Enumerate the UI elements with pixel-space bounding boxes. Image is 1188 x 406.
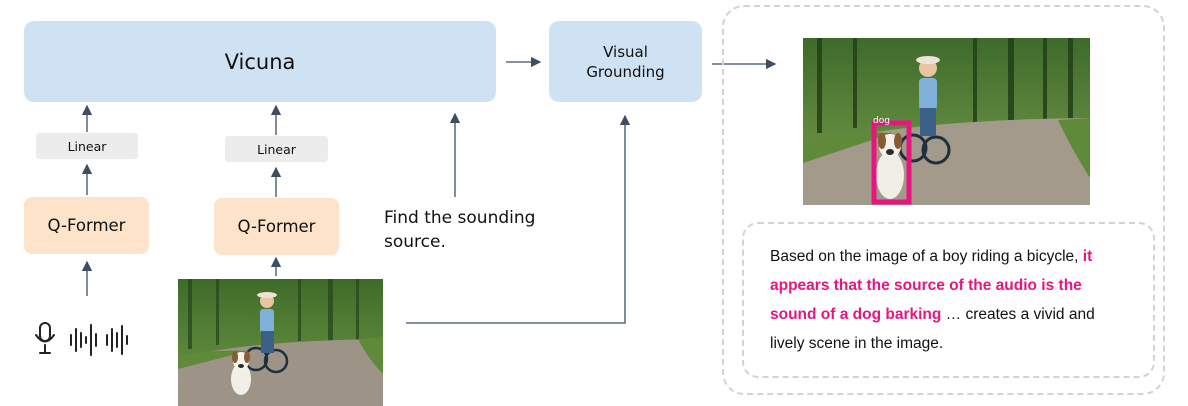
- image-linear-box: Linear: [225, 136, 328, 162]
- audio-linear-box: Linear: [36, 133, 138, 159]
- vicuna-llm-box: Vicuna: [24, 21, 496, 102]
- prompt-text: Find the sounding source.: [384, 208, 536, 252]
- output-panel: [722, 5, 1165, 395]
- answer-box: Based on the image of a boy riding a bic…: [742, 222, 1155, 378]
- image-qformer-label: Q-Former: [237, 217, 316, 236]
- image-linear-label: Linear: [257, 141, 296, 157]
- audio-qformer-label: Q-Former: [47, 216, 126, 235]
- answer-suffix: … creates a vivid and lively scene in th…: [770, 306, 1095, 352]
- dog: [876, 133, 904, 199]
- waveform-icon: [70, 324, 128, 356]
- audio-input: [35, 322, 128, 356]
- grounding-bounding-box: dog: [871, 116, 912, 205]
- visual-grounding-box: Visual Grounding: [549, 21, 702, 102]
- dog: [231, 351, 251, 395]
- visual-grounding-label: Visual Grounding: [586, 42, 665, 81]
- vicuna-label: Vicuna: [224, 49, 296, 74]
- image-qformer-box: Q-Former: [214, 198, 339, 255]
- input-image: [178, 279, 383, 406]
- audio-linear-label: Linear: [67, 138, 107, 154]
- answer-highlight: it appears that the source of the audio …: [770, 248, 1093, 323]
- bounding-box-label: dog: [873, 116, 890, 126]
- audio-qformer-box: Q-Former: [24, 197, 149, 254]
- grounded-output-image: dog: [803, 38, 1090, 205]
- answer-prefix: Based on the image of a boy riding a bic…: [770, 248, 1079, 265]
- microphone-icon: [35, 322, 55, 354]
- arrow-image-to-grounding: [406, 114, 631, 324]
